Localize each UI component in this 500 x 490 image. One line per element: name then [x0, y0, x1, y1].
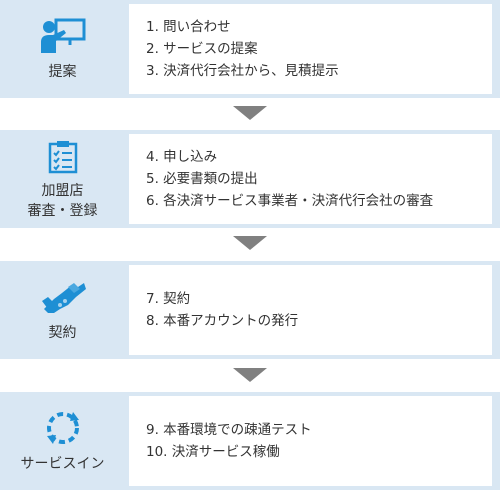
- presenter-icon: [40, 16, 86, 56]
- step-label-column: 提案: [0, 0, 125, 98]
- step-title: サービスイン: [20, 456, 105, 472]
- step-item: 7. 契約: [146, 291, 191, 307]
- step-merchant-review: 加盟店 審査・登録 4. 申し込み 5. 必要書類の提出 6. 各決済サービス事…: [0, 130, 500, 228]
- handshake-icon: [40, 277, 86, 317]
- step-item: 2. サービスの提案: [146, 41, 258, 57]
- step-label-column: サービスイン: [0, 392, 125, 490]
- down-arrow-icon: [233, 106, 267, 120]
- step-label-column: 契約: [0, 261, 125, 359]
- step-item: 4. 申し込み: [146, 149, 218, 165]
- step-item: 8. 本番アカウントの発行: [146, 313, 299, 329]
- step-item: 5. 必要書類の提出: [146, 171, 258, 187]
- step-items-box: 4. 申し込み 5. 必要書類の提出 6. 各決済サービス事業者・決済代行会社の…: [129, 134, 492, 224]
- step-item: 10. 決済サービス稼働: [146, 444, 280, 460]
- step-item: 1. 問い合わせ: [146, 19, 231, 35]
- step-items-box: 7. 契約 8. 本番アカウントの発行: [129, 265, 492, 355]
- step-label-column: 加盟店 審査・登録: [0, 130, 125, 228]
- step-item: 6. 各決済サービス事業者・決済代行会社の審査: [146, 193, 434, 209]
- step-title: 契約: [48, 325, 77, 341]
- down-arrow-icon: [233, 236, 267, 250]
- step-items-box: 1. 問い合わせ 2. サービスの提案 3. 決済代行会社から、見積提示: [129, 4, 492, 94]
- step-item: 9. 本番環境での疎通テスト: [146, 422, 312, 438]
- step-title: 提案: [48, 64, 77, 80]
- checklist-icon: [40, 137, 86, 177]
- step-contract: 契約 7. 契約 8. 本番アカウントの発行: [0, 261, 500, 359]
- down-arrow-icon: [233, 368, 267, 382]
- cycle-arrows-icon: [40, 408, 86, 448]
- step-proposal: 提案 1. 問い合わせ 2. サービスの提案 3. 決済代行会社から、見積提示: [0, 0, 500, 98]
- step-service-in: サービスイン 9. 本番環境での疎通テスト 10. 決済サービス稼働: [0, 392, 500, 490]
- step-items-box: 9. 本番環境での疎通テスト 10. 決済サービス稼働: [129, 396, 492, 486]
- step-item: 3. 決済代行会社から、見積提示: [146, 63, 339, 79]
- step-title: 加盟店 審査・登録: [27, 183, 98, 219]
